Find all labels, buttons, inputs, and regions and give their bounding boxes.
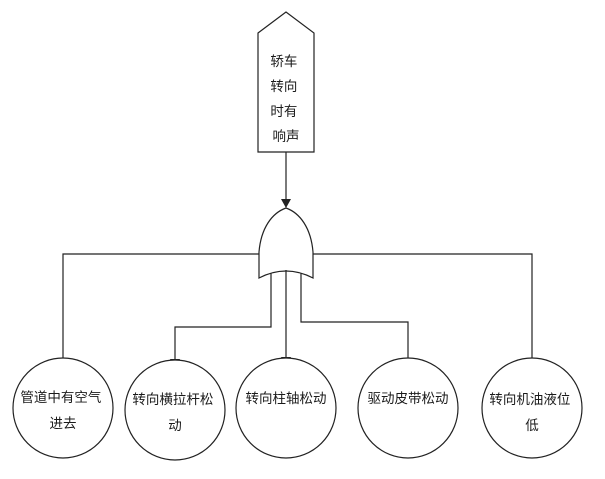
top-event-line: 转向 — [270, 79, 297, 95]
basic-event-line: 进去 — [50, 416, 77, 432]
basic-event-line: 管道中有空气 — [20, 390, 101, 406]
basic-event-line: 转向横拉杆松 — [132, 392, 213, 408]
basic-event-circle — [235, 357, 337, 459]
basic-event-2: 转向横拉杆松 动 — [124, 359, 226, 461]
top-event-shape — [257, 11, 315, 153]
top-event-line: 轿车 — [270, 53, 297, 70]
top-event-line: 响声 — [273, 129, 300, 145]
basic-event-circle — [12, 357, 114, 459]
connector-gate-to-event-2 — [174, 273, 272, 360]
basic-event-text: 转向柱轴松动 — [246, 391, 327, 407]
basic-event-line: 转向机油液位 — [489, 392, 570, 408]
basic-event-line: 动 — [168, 418, 182, 434]
basic-event-circle — [124, 359, 226, 461]
basic-event-5: 转向机油液位 低 — [481, 357, 583, 459]
connector-gate-to-event-4 — [300, 273, 409, 360]
basic-event-3: 转向柱轴松动 — [235, 357, 337, 459]
basic-event-4: 驱动皮带松动 — [357, 357, 459, 459]
basic-event-text: 转向机油液位 低 — [489, 392, 574, 434]
basic-event-line: 低 — [525, 418, 539, 434]
connector-gate-to-event-1 — [62, 253, 259, 360]
top-event-line: 时有 — [270, 104, 297, 120]
or-gate-symbol — [258, 207, 314, 279]
basic-event-1: 管道中有空气 进去 — [12, 357, 114, 459]
basic-event-circle — [481, 357, 583, 459]
basic-event-line: 转向柱轴松动 — [246, 391, 327, 407]
connector-arrowhead — [281, 199, 291, 208]
basic-event-circle — [357, 357, 459, 459]
basic-event-text: 转向横拉杆松 动 — [132, 392, 217, 434]
basic-event-text: 驱动皮带松动 — [368, 391, 449, 407]
top-event-text: 轿车 转向 时有 响声 — [270, 53, 301, 145]
basic-event-text: 管道中有空气 进去 — [20, 390, 105, 432]
basic-event-line: 驱动皮带松动 — [368, 391, 449, 407]
connector-gate-to-event-5 — [313, 253, 533, 360]
